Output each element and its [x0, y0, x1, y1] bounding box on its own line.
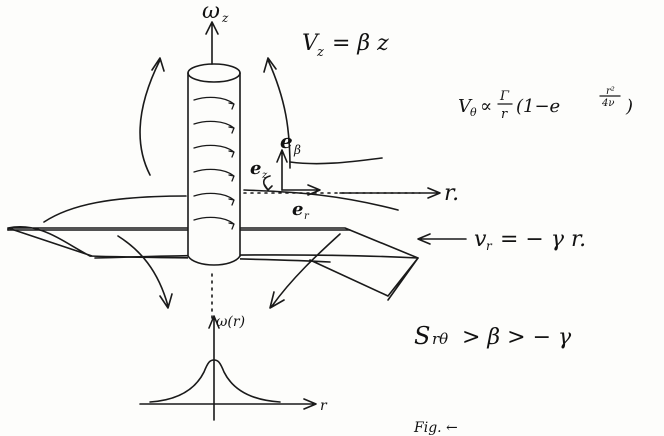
- flow-up-left: [139, 57, 165, 176]
- e-r-label: e: [292, 199, 303, 220]
- vz-sub: z: [316, 45, 324, 60]
- omega-z-sub: z: [221, 11, 229, 25]
- vz-rhs: = β z: [332, 31, 389, 56]
- graph-y-axis: [208, 315, 220, 421]
- omega-z-axis: [205, 21, 219, 65]
- graph-x-axis: [139, 398, 317, 410]
- flow-down-left: [117, 235, 173, 309]
- vtheta-prop: ∝: [480, 96, 492, 117]
- vorticity-profile-curve: [149, 359, 281, 403]
- flow-up-right: [263, 57, 291, 169]
- swirl-arrows: [193, 96, 235, 230]
- vtheta-exp-den: 4ν: [601, 98, 614, 109]
- inflow-left: [43, 195, 187, 223]
- inflow-back: [289, 157, 383, 165]
- vtheta-r: r: [501, 107, 508, 122]
- inequality-sub: rθ: [432, 330, 448, 348]
- vtheta-exp-num: r²: [606, 86, 615, 97]
- vr-label: v: [474, 227, 487, 252]
- inflow-right: [243, 189, 399, 211]
- r-axis-label: r.: [444, 181, 459, 206]
- vtheta-sub: θ: [470, 106, 477, 119]
- e-z-vector: [276, 149, 288, 191]
- omega-r-label: ω(r): [216, 314, 245, 330]
- graph-r-label: r: [320, 398, 328, 414]
- r-axis-arrow: [339, 187, 441, 199]
- vtheta-paren: (1−e: [516, 96, 560, 117]
- vz-label: V: [302, 31, 320, 56]
- flow-down-right: [269, 233, 341, 309]
- omega-z-label: ω: [202, 0, 220, 24]
- e-beta-sub: β: [293, 143, 301, 157]
- vr-arrow: [417, 233, 467, 245]
- cylinder-sides: [187, 72, 241, 257]
- vr-rhs: = − γ r.: [500, 227, 586, 252]
- vr-sub: r: [486, 239, 493, 253]
- figure-caption: Fig. ←: [413, 420, 458, 436]
- e-z-label: e: [250, 158, 261, 179]
- e-theta-hook: [262, 175, 273, 191]
- e-z-sub: z: [261, 170, 268, 181]
- vtheta-gamma: Γ: [499, 89, 510, 104]
- e-r-vector: [281, 184, 321, 196]
- e-beta-label: e: [280, 129, 293, 153]
- vtheta-close: ): [625, 96, 633, 117]
- vtheta-lhs: V: [458, 96, 473, 117]
- e-r-sub: r: [304, 211, 310, 222]
- inequality-rhs: > β > − γ: [462, 325, 572, 350]
- cylinder-bottom: [187, 255, 241, 266]
- inequality-s: S: [414, 322, 430, 350]
